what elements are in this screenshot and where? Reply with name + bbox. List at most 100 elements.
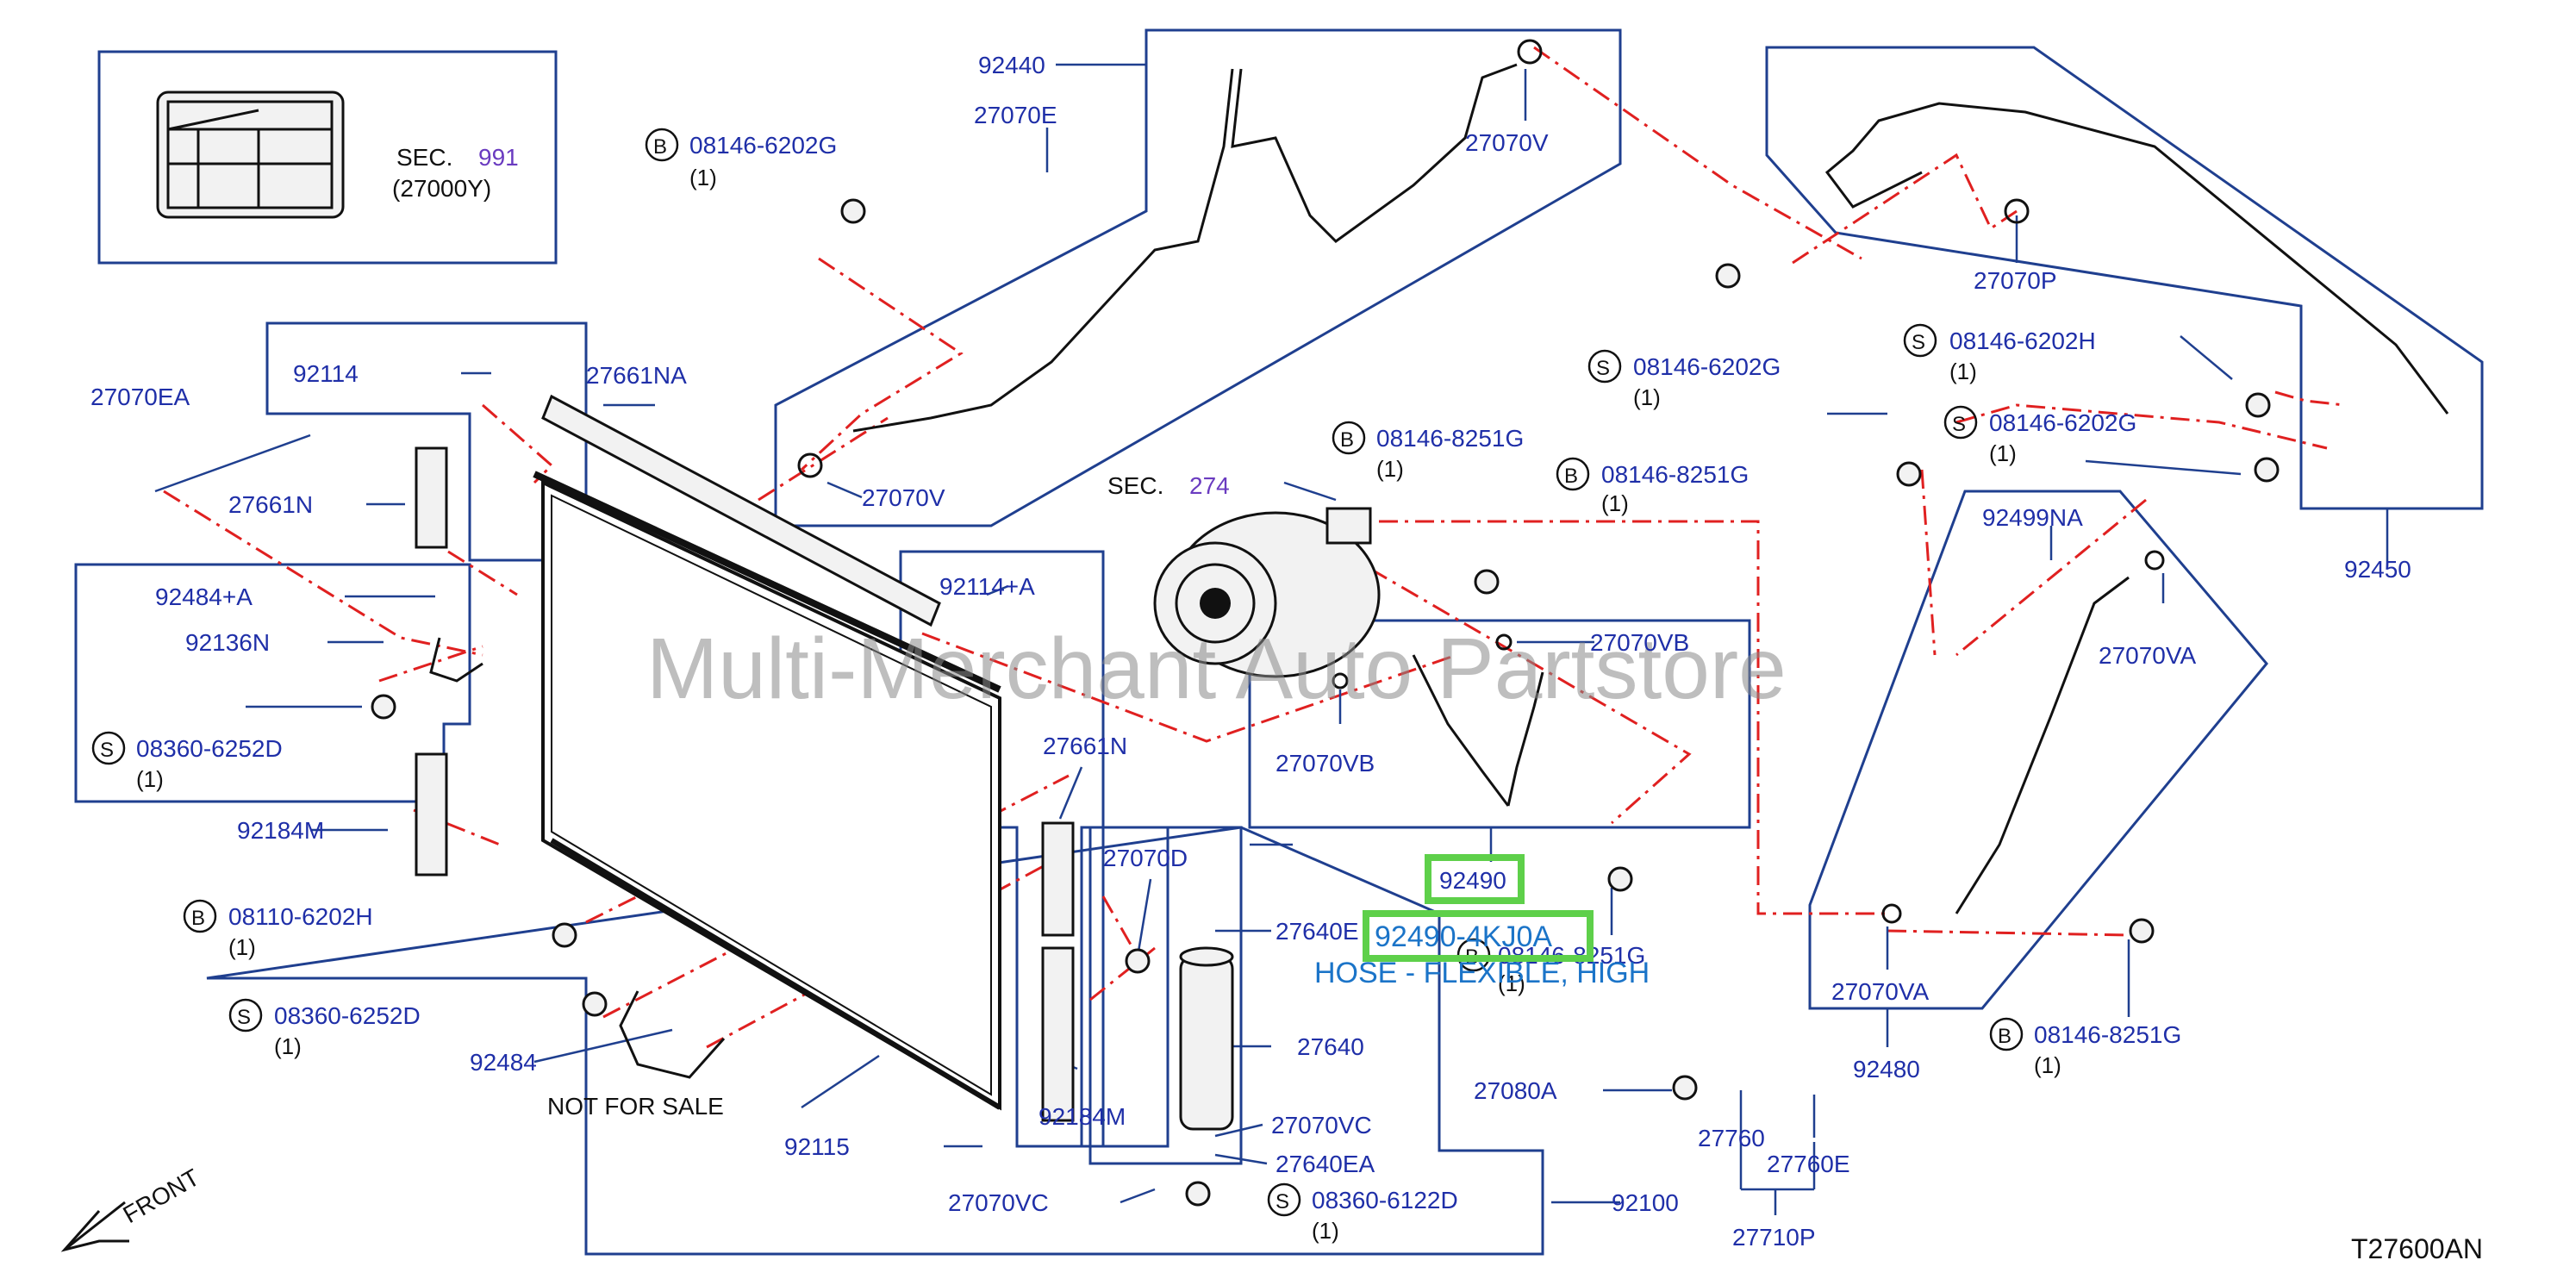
fastener-qty: (1) bbox=[1601, 490, 1629, 516]
fastener-type-badge bbox=[228, 998, 263, 1033]
fastener-type-badge bbox=[645, 128, 679, 162]
highlight-part-number[interactable]: 92490-4KJ0A bbox=[1375, 920, 1552, 953]
fastener-f11[interactable]: B 08146-8251G (1) bbox=[1989, 1017, 2181, 1078]
fastener-type-badge bbox=[183, 899, 217, 933]
fastener-type-badge bbox=[1903, 323, 1937, 358]
sec-991-number[interactable]: 991 bbox=[478, 144, 519, 171]
fastener-qty: (1) bbox=[689, 165, 717, 190]
label-27080A[interactable]: 27080A bbox=[1474, 1077, 1557, 1104]
label-92450[interactable]: 92450 bbox=[2344, 556, 2411, 583]
fastener-f4[interactable]: S 08146-6202G (1) bbox=[1943, 405, 2136, 466]
sec-991-prefix: SEC. bbox=[396, 144, 452, 171]
label-92114A[interactable]: 92114+A bbox=[939, 573, 1035, 600]
label-92484[interactable]: 92484 bbox=[470, 1049, 537, 1076]
fastener-qty: (1) bbox=[136, 766, 164, 792]
highlight-part-box bbox=[1363, 910, 1594, 962]
label-92100[interactable]: 92100 bbox=[1612, 1189, 1679, 1216]
highlight-description: HOSE - FLEXIBLE, HIGH bbox=[1314, 957, 1650, 989]
highlighted-part-callout[interactable]: 92490 92490-4KJ0A HOSE - FLEXIBLE, HIGH bbox=[1314, 854, 1650, 989]
fastener-qty: (1) bbox=[2034, 1052, 2061, 1078]
fastener-type-badge bbox=[1556, 457, 1590, 491]
fastener-part: 08360-6252D bbox=[136, 735, 283, 762]
fastener-f2[interactable]: S 08146-6202G (1) bbox=[1587, 349, 1781, 410]
pipes bbox=[429, 63, 2449, 1079]
fastener-qty: (1) bbox=[1376, 456, 1404, 482]
label-27070VB-right[interactable]: 27070VB bbox=[1590, 629, 1689, 656]
group-box-27640-dryer bbox=[1088, 826, 1243, 1165]
group-box-92100 bbox=[206, 826, 1544, 1256]
fastener-part: 08110-6202H bbox=[228, 903, 373, 930]
label-27070VC-bottom[interactable]: 27070VC bbox=[948, 1189, 1049, 1216]
fastener-type-badge bbox=[1587, 349, 1622, 384]
group-box-92450 bbox=[1765, 46, 2484, 510]
fastener-type: S bbox=[1276, 1190, 1289, 1213]
fastener-part: 08146-8251G bbox=[1601, 461, 1749, 488]
fastener-type: B bbox=[1564, 465, 1578, 488]
label-27640E[interactable]: 27640E bbox=[1276, 918, 1359, 945]
fastener-part: 08146-6202G bbox=[1989, 409, 2136, 436]
label-27070P[interactable]: 27070P bbox=[1974, 267, 2057, 294]
fastener-part: 08146-6202G bbox=[689, 132, 837, 159]
fastener-f7[interactable]: S 08360-6252D (1) bbox=[91, 731, 283, 792]
label-92184M-left[interactable]: 92184M bbox=[237, 817, 324, 844]
fastener-f5[interactable]: B 08146-8251G (1) bbox=[1332, 421, 1524, 482]
fastener-type-badge bbox=[91, 731, 126, 765]
fastener-f9[interactable]: S 08360-6252D (1) bbox=[228, 998, 421, 1059]
highlight-ref[interactable]: 92490 bbox=[1439, 867, 1506, 894]
fastener-type: B bbox=[653, 135, 667, 159]
watermark: Multi-Merchant Auto Partstore bbox=[646, 621, 1787, 717]
sec-991-inset-box bbox=[97, 50, 558, 265]
fastener-f12[interactable]: S 08360-6122D (1) bbox=[1267, 1182, 1458, 1244]
label-27760[interactable]: 27760 bbox=[1698, 1125, 1765, 1151]
fastener-type: S bbox=[1596, 357, 1610, 380]
label-27070VC-right[interactable]: 27070VC bbox=[1271, 1112, 1372, 1139]
label-27070V-low[interactable]: 27070V bbox=[862, 484, 945, 511]
fastener-f6[interactable]: B 08146-8251G (1) bbox=[1556, 457, 1749, 516]
label-27070VA-bottom[interactable]: 27070VA bbox=[1831, 978, 1929, 1005]
fastener-f3[interactable]: S 08146-6202H (1) bbox=[1903, 323, 2096, 384]
label-92440[interactable]: 92440 bbox=[978, 52, 1045, 78]
fastener-part: 08360-6252D bbox=[274, 1002, 421, 1029]
label-92499NA[interactable]: 92499NA bbox=[1982, 504, 2083, 531]
label-27710P[interactable]: 27710P bbox=[1732, 1224, 1816, 1251]
o-rings bbox=[797, 39, 2165, 924]
diagram-code: T27600AN bbox=[2351, 1233, 2483, 1264]
label-92184M-mid[interactable]: 92184M bbox=[1039, 1103, 1126, 1130]
label-92484A[interactable]: 92484+A bbox=[155, 583, 253, 610]
fastener-f1[interactable]: B 08146-6202G (1) bbox=[645, 128, 837, 190]
label-27661N-mid[interactable]: 27661N bbox=[1043, 733, 1127, 759]
fastener-part: 08146-6202G bbox=[1633, 353, 1781, 380]
fastener-part: 08146-6202H bbox=[1949, 328, 2096, 354]
sec-274-number[interactable]: 274 bbox=[1189, 472, 1230, 499]
bolts bbox=[371, 198, 2280, 1207]
label-92480[interactable]: 92480 bbox=[1853, 1056, 1920, 1082]
label-92115[interactable]: 92115 bbox=[784, 1133, 850, 1160]
group-box-27640 bbox=[1080, 826, 1169, 1148]
label-27070EA[interactable]: 27070EA bbox=[90, 384, 190, 410]
fastener-type-badge bbox=[1267, 1182, 1301, 1217]
label-27070V-top[interactable]: 27070V bbox=[1465, 129, 1549, 156]
label-27640EA[interactable]: 27640EA bbox=[1276, 1151, 1375, 1177]
label-27070E[interactable]: 27070E bbox=[974, 102, 1057, 128]
fastener-qty: (1) bbox=[1312, 1218, 1339, 1244]
fastener-type: B bbox=[1998, 1025, 2012, 1048]
fastener-qty: (1) bbox=[1498, 970, 1525, 996]
label-27070VB-left[interactable]: 27070VB bbox=[1276, 750, 1375, 777]
label-92136N[interactable]: 92136N bbox=[185, 629, 270, 656]
label-27760E[interactable]: 27760E bbox=[1767, 1151, 1850, 1177]
label-27070D[interactable]: 27070D bbox=[1103, 845, 1188, 871]
fastener-qty: (1) bbox=[1633, 384, 1661, 410]
fastener-type: S bbox=[1912, 331, 1925, 354]
label-27661NA[interactable]: 27661NA bbox=[586, 362, 687, 389]
label-27640[interactable]: 27640 bbox=[1297, 1033, 1364, 1060]
group-box-92480 bbox=[1808, 490, 2268, 1010]
label-27070VA-right[interactable]: 27070VA bbox=[2099, 642, 2196, 669]
fastener-f8[interactable]: B 08110-6202H (1) bbox=[183, 899, 373, 960]
fastener-type-badge bbox=[1332, 421, 1366, 455]
fastener-qty: (1) bbox=[1989, 440, 2017, 466]
fastener-type: B bbox=[1340, 428, 1354, 452]
label-92114[interactable]: 92114 bbox=[293, 360, 359, 387]
fastener-type: S bbox=[1952, 413, 1966, 436]
label-27661N-left[interactable]: 27661N bbox=[228, 491, 313, 518]
